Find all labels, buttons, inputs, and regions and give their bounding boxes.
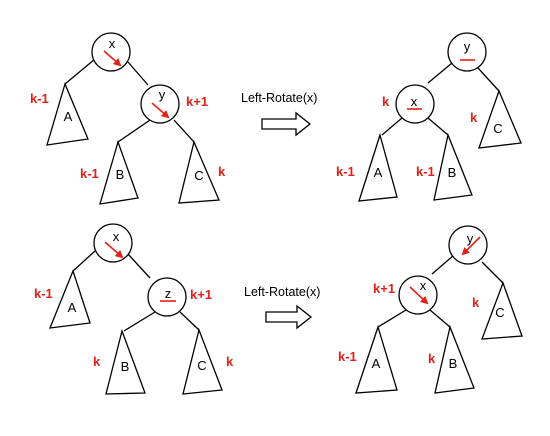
node-label: x: [109, 36, 116, 51]
subtree-label: B: [448, 165, 457, 180]
rank-label: k: [472, 295, 480, 310]
subtree-label: A: [68, 300, 77, 315]
subtree-triangle: [434, 324, 475, 394]
subtree-triangle: [99, 139, 139, 205]
edge: [429, 309, 451, 328]
node-label: x: [113, 229, 120, 244]
rank-arrow-icon: [103, 50, 122, 67]
tree-node: [447, 32, 487, 72]
rank-label: k+1: [186, 94, 208, 109]
node-label: y: [159, 87, 166, 102]
subtree-triangle: [478, 89, 522, 149]
edge: [173, 119, 195, 143]
rank-label: k: [226, 354, 234, 369]
rank-label: k+1: [190, 287, 212, 302]
edge: [127, 61, 149, 86]
rank-label: k: [382, 94, 390, 109]
right-arrow-icon: [265, 304, 313, 330]
tree-node: [395, 84, 435, 124]
edge: [427, 117, 449, 136]
edge: [72, 250, 96, 272]
subtree-label: B: [449, 356, 458, 371]
rank-label: k-1: [336, 164, 355, 179]
edge: [64, 58, 96, 85]
subtree-triangle: [178, 139, 220, 204]
node-label: y: [464, 39, 471, 54]
case1-before-tree: x y A B C k-1 k+1 k-1 k: [30, 32, 226, 205]
edge: [123, 311, 156, 332]
subtree-triangle: [481, 281, 523, 340]
subtree-triangle: [182, 327, 223, 395]
subtree-label: A: [374, 165, 383, 180]
rank-label: k: [428, 351, 436, 366]
rank-arrow-icon: [104, 241, 124, 259]
edge: [377, 309, 407, 328]
rank-arrow-icon: [461, 236, 481, 256]
subtree-label: C: [493, 121, 502, 136]
edge: [179, 311, 200, 331]
right-arrow-icon: [261, 111, 312, 137]
rank-label: k-1: [80, 166, 99, 181]
operation-label: Left-Rotate(x): [244, 285, 320, 299]
node-label: x: [411, 94, 418, 109]
subtree-triangle: [48, 269, 91, 329]
edge: [481, 261, 504, 284]
edge: [117, 119, 151, 143]
case2-before-tree: x z A B C k-1 k+1 k k: [34, 223, 234, 395]
case1-after-tree: y x C A B k k k-1 k-1: [336, 32, 522, 202]
subtree-triangle: [46, 82, 89, 146]
subtree-label: B: [116, 167, 125, 182]
rank-label: k-1: [338, 349, 357, 364]
rank-label: k: [93, 354, 101, 369]
rank-label: k: [218, 164, 226, 179]
node-label: y: [467, 231, 474, 246]
subtree-label: B: [121, 359, 130, 374]
rank-label: k-1: [30, 91, 49, 106]
rank-arrow-icon: [409, 286, 429, 305]
subtree-label: A: [372, 356, 381, 371]
subtree-triangle: [433, 132, 473, 201]
node-label: x: [420, 278, 427, 293]
tree-node: [448, 225, 488, 265]
subtree-label: C: [495, 305, 504, 320]
rank-label: k-1: [34, 286, 53, 301]
rank-label: k+1: [373, 281, 395, 296]
edge: [431, 254, 455, 275]
edge: [127, 253, 151, 279]
case1-operation: Left-Rotate(x): [241, 91, 317, 137]
edge: [477, 67, 500, 92]
case2-after-tree: y x C A B k+1 k k-1 k: [338, 225, 523, 394]
tree-node: [147, 277, 187, 317]
node-label: z: [165, 286, 172, 301]
subtree-label: A: [64, 109, 73, 124]
subtree-label: C: [194, 168, 203, 183]
case2-operation: Left-Rotate(x): [244, 285, 320, 330]
rank-label: k: [470, 110, 478, 125]
rank-label: k-1: [416, 164, 435, 179]
subtree-triangle: [358, 132, 398, 202]
subtree-triangle: [355, 324, 398, 394]
edge: [427, 62, 453, 84]
edge: [381, 117, 403, 136]
subtree-triangle: [105, 328, 146, 395]
subtree-label: C: [197, 358, 206, 373]
rank-arrow-icon: [151, 102, 170, 119]
operation-label: Left-Rotate(x): [241, 91, 317, 105]
